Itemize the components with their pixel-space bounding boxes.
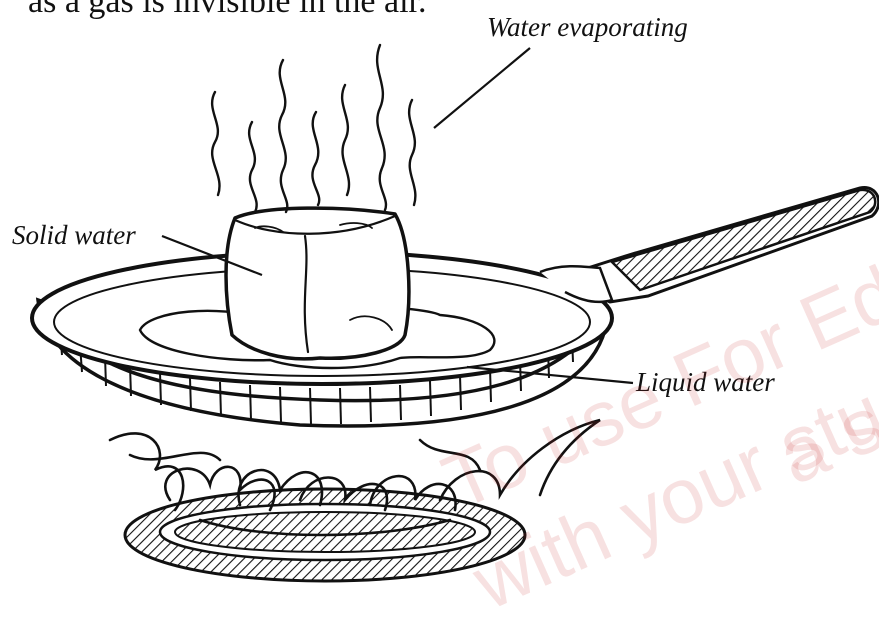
label-solid-water: Solid water [12,220,136,251]
ice-cube-icon [226,208,409,359]
steam-icon [212,45,415,212]
label-water-evaporating: Water evaporating [487,12,688,43]
evaporating-leader-line [434,48,530,128]
